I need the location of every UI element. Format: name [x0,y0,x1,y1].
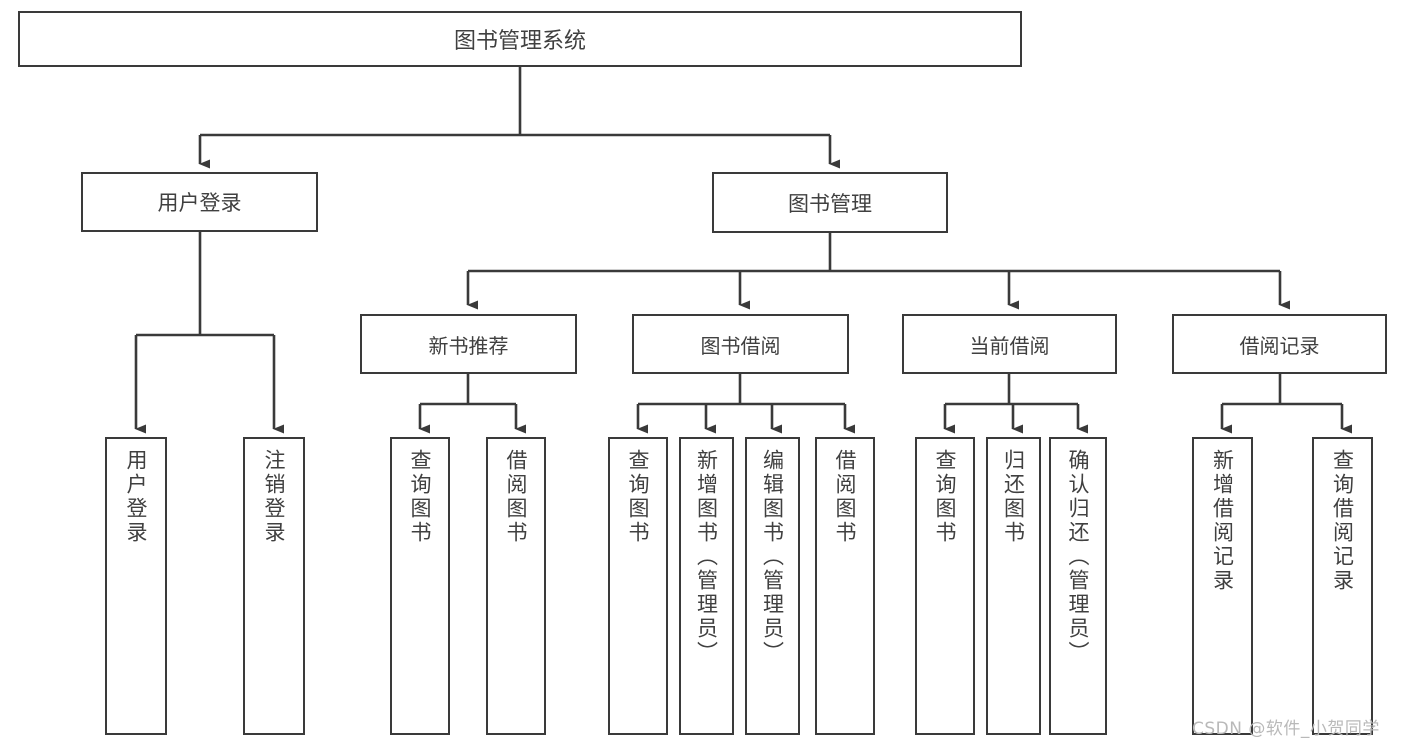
leaf-borrow-records-query[interactable]: 查询借阅记录 [1312,437,1373,735]
leaf-label: 新增图书（管理员） [694,449,719,665]
leaf-user-login-logout[interactable]: 注销登录 [243,437,305,735]
leaf-label: 查询图书 [408,449,433,545]
leaf-book-borrow-edit[interactable]: 编辑图书（管理员） [745,437,800,735]
leaf-current-borrow-query[interactable]: 查询图书 [915,437,975,735]
node-book-management[interactable]: 图书管理 [712,172,948,233]
leaf-label: 查询图书 [933,449,958,545]
node-new-book-recommend-label: 新书推荐 [428,333,509,358]
leaf-label: 注销登录 [262,449,287,545]
node-borrow-records[interactable]: 借阅记录 [1172,314,1387,374]
leaf-book-borrow-add[interactable]: 新增图书（管理员） [679,437,734,735]
node-book-borrow-label: 图书借阅 [700,333,781,358]
leaf-user-login-login[interactable]: 用户登录 [105,437,167,735]
leaf-current-borrow-return[interactable]: 归还图书 [986,437,1041,735]
leaf-book-borrow-borrow[interactable]: 借阅图书 [815,437,875,735]
node-current-borrow[interactable]: 当前借阅 [902,314,1117,374]
leaf-current-borrow-confirm-return[interactable]: 确认归还（管理员） [1049,437,1107,735]
leaf-label: 确认归还（管理员） [1066,449,1091,665]
node-user-login-label: 用户登录 [157,191,242,215]
node-new-book-recommend[interactable]: 新书推荐 [360,314,577,374]
node-book-borrow[interactable]: 图书借阅 [632,314,849,374]
leaf-label: 编辑图书（管理员） [760,449,785,665]
leaf-label: 借阅图书 [504,449,529,545]
node-current-borrow-label: 当前借阅 [969,333,1050,358]
node-book-management-label: 图书管理 [788,191,872,216]
leaf-label: 查询图书 [626,449,651,545]
leaf-borrow-records-add[interactable]: 新增借阅记录 [1192,437,1253,735]
node-user-login[interactable]: 用户登录 [81,172,318,232]
csdn-watermark: CSDN @软件_小贺同学 [1192,719,1380,739]
leaf-label: 查询借阅记录 [1330,449,1355,593]
leaf-label: 用户登录 [124,449,149,545]
leaf-book-borrow-query[interactable]: 查询图书 [608,437,668,735]
node-root[interactable]: 图书管理系统 [18,11,1022,67]
leaf-new-books-query[interactable]: 查询图书 [390,437,450,735]
node-root-label: 图书管理系统 [453,29,586,54]
leaf-label: 归还图书 [1001,449,1026,545]
leaf-new-books-borrow[interactable]: 借阅图书 [486,437,546,735]
node-borrow-records-label: 借阅记录 [1239,333,1320,358]
leaf-label: 借阅图书 [833,449,858,545]
leaf-label: 新增借阅记录 [1210,449,1235,593]
